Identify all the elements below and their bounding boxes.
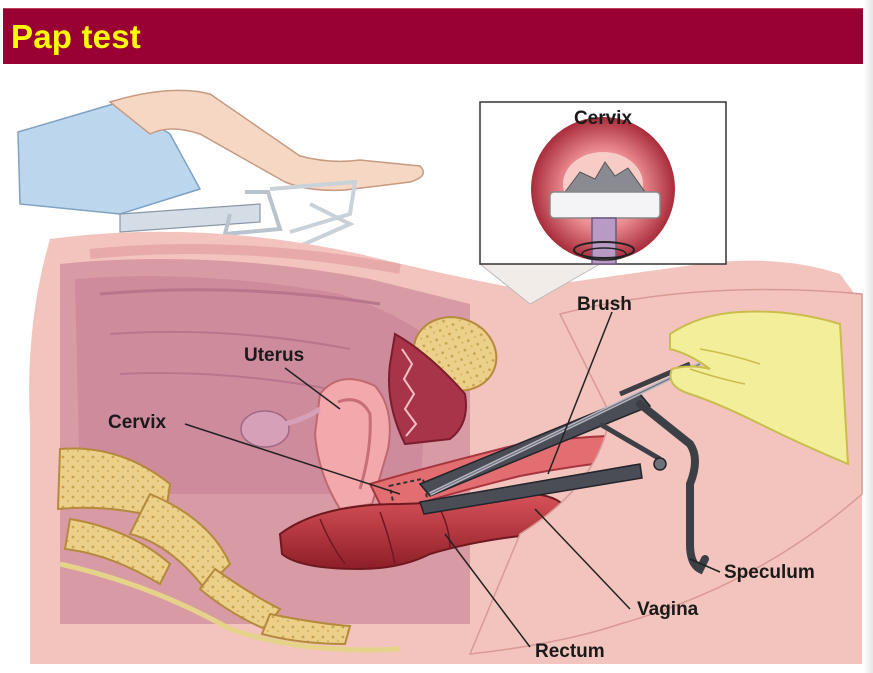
brush-leader-line [547,311,613,475]
cervix-label: Cervix [108,412,167,433]
pap-test-illustration: Cervix Brush Uterus Cervix Speculum Vagi… [17,89,863,664]
bladder-graphic [388,332,467,446]
speculum-leader-line [689,558,721,573]
title-bar: Pap test [3,8,863,64]
rectum-leader-line [444,533,531,648]
brush-label: Brush [577,294,632,315]
gloved-hand-graphic [669,310,850,466]
slide-edge-shadow [863,0,873,673]
rectum-graphic [278,492,572,571]
vagina-leader-line [534,508,631,610]
cervix-inset: Cervix [479,101,727,305]
slide-title: Pap test [11,18,141,55]
leader-lines [184,311,721,648]
inset-title-label: Cervix [574,108,633,129]
cervix-leader-line [184,423,401,495]
uterus-graphic [240,378,391,511]
uterus-leader-line [284,367,341,410]
patient-leg-graphic [17,89,425,248]
spine-graphic [56,447,401,653]
speculum-label: Speculum [724,562,815,583]
vagina-label: Vagina [637,599,699,620]
rectum-label: Rectum [535,641,605,662]
uterus-label: Uterus [244,345,304,366]
